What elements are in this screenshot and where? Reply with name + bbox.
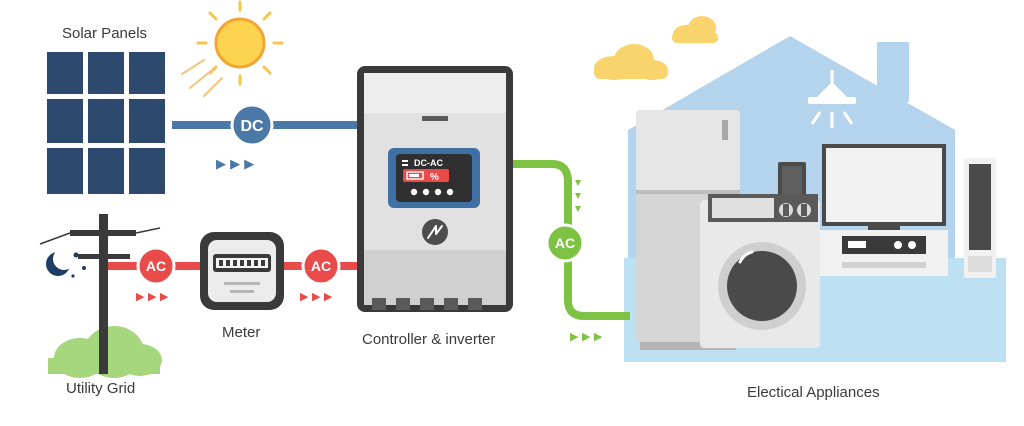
ac-down-arrows	[575, 180, 581, 212]
electrical-appliances-label: Electical Appliances	[747, 384, 880, 401]
cloud-icon	[594, 44, 668, 80]
ac-badge-output-text: AC	[555, 235, 575, 251]
ac-badge-output: AC	[545, 223, 585, 263]
sun-icon	[181, 0, 284, 97]
solar-panel	[44, 48, 172, 198]
dc-badge: DC	[230, 103, 274, 147]
ac-badge-meter-text: AC	[311, 258, 331, 274]
star-icon	[71, 252, 86, 278]
washing-machine	[700, 194, 820, 348]
utility-pole	[39, 214, 162, 378]
ac-output-flow-arrows: ▶ ▶ ▶	[570, 330, 603, 343]
electricity-meter	[200, 232, 284, 310]
ac-grid-flow-arrows: ▶ ▶ ▶	[136, 290, 169, 303]
moon-icon	[46, 248, 75, 276]
lamp-icon	[808, 70, 856, 128]
utility-grid-label: Utility Grid	[66, 380, 136, 397]
ac-badge-grid-text: AC	[146, 258, 166, 274]
controller-inverter	[357, 66, 513, 312]
television	[822, 144, 946, 232]
solar-panels-label: Solar Panels	[62, 25, 148, 42]
ac-meter-flow-arrows: ▶ ▶ ▶	[300, 290, 333, 303]
dc-badge-text: DC	[240, 118, 264, 135]
dc-flow-arrows: ▶ ▶ ▶	[216, 157, 254, 172]
tv-console	[818, 230, 948, 276]
ac-badge-grid: AC	[136, 246, 176, 286]
speaker-tower	[964, 158, 996, 278]
inverter-screen-percent: %	[430, 172, 439, 183]
ac-badge-meter: AC	[301, 246, 341, 286]
lightning-icon	[422, 219, 448, 245]
inverter-screen-title: DC-AC	[414, 158, 443, 168]
meter-label: Meter	[222, 324, 261, 341]
cloud-icon	[672, 16, 718, 43]
controller-inverter-label: Controller & inverter	[362, 331, 496, 348]
